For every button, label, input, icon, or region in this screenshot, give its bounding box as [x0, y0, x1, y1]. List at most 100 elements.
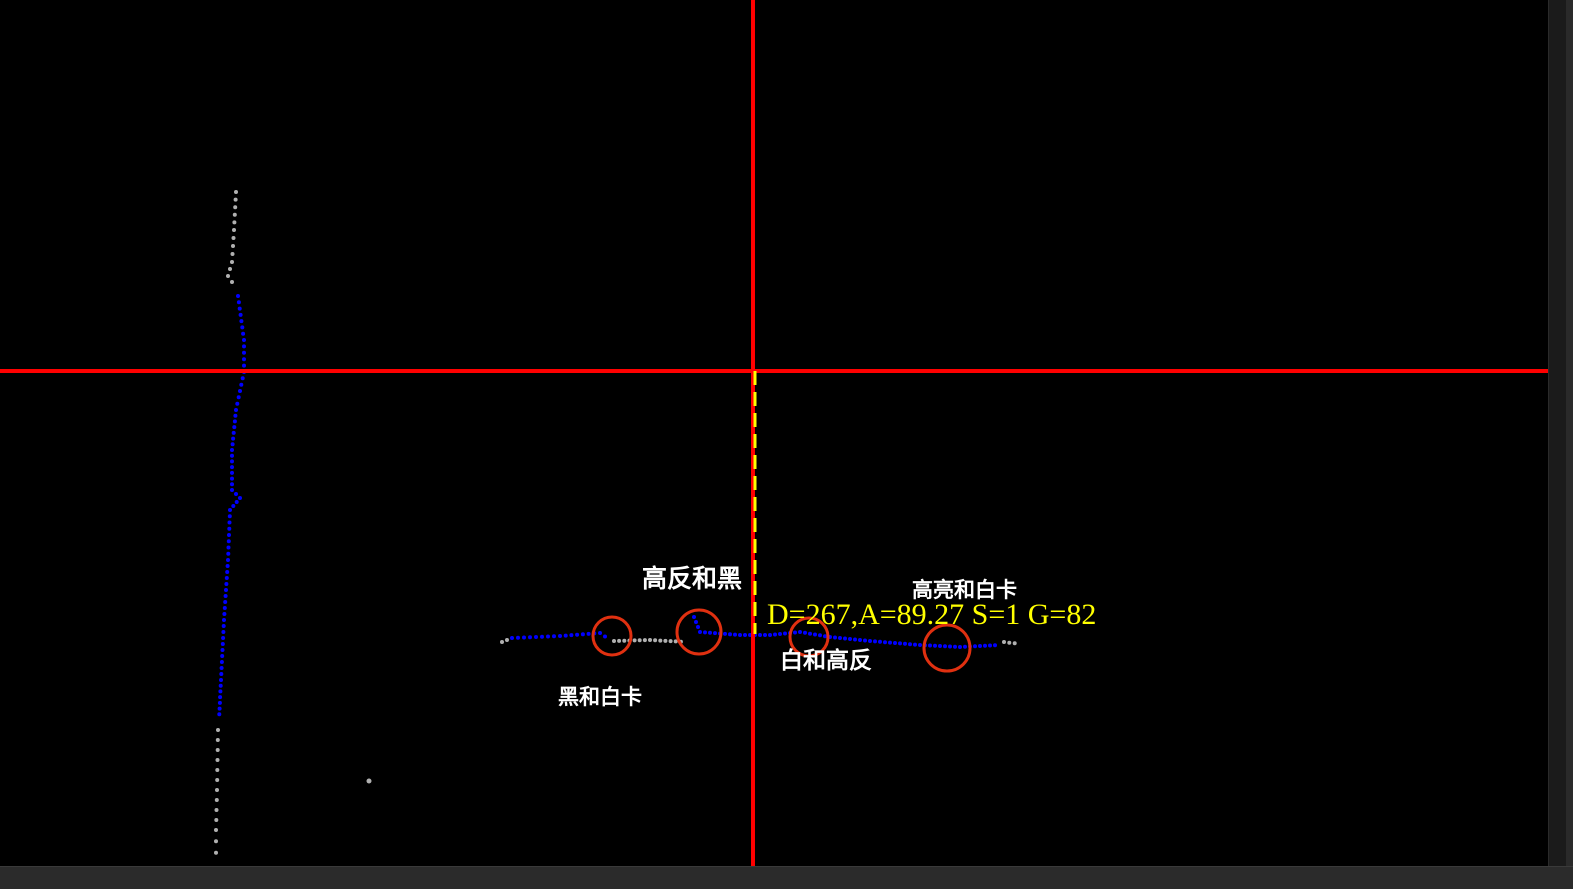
scan-point	[863, 638, 867, 643]
scan-point	[219, 672, 224, 676]
scan-point	[214, 808, 219, 812]
scan-point	[853, 637, 857, 642]
scan-point	[217, 712, 222, 717]
scan-point	[586, 631, 591, 636]
scan-point	[893, 641, 897, 645]
annotation-circles	[591, 608, 972, 673]
scan-point	[242, 350, 246, 355]
scan-point	[242, 344, 246, 349]
scan-point	[692, 615, 696, 619]
scan-point	[236, 294, 240, 298]
scan-point	[222, 606, 227, 610]
scan-point	[233, 197, 238, 202]
scan-point	[226, 274, 230, 278]
scan-point	[227, 533, 231, 537]
scan-point	[218, 683, 223, 688]
scan-point	[230, 453, 234, 458]
scan-point	[242, 363, 246, 368]
scan-point	[500, 640, 504, 644]
scan-point	[222, 618, 226, 622]
scan-point	[873, 639, 877, 644]
scan-point	[236, 300, 241, 305]
scan-point	[220, 654, 225, 658]
scan-point	[215, 788, 219, 792]
scan-point	[230, 448, 234, 452]
scan-point	[713, 631, 717, 636]
scan-point	[1007, 640, 1012, 645]
scan-point	[235, 401, 240, 406]
scan-point	[224, 576, 229, 580]
scan-point	[225, 564, 230, 568]
scan-point	[534, 635, 538, 639]
scan-point	[516, 635, 520, 640]
scan-point	[948, 644, 952, 649]
scan-point	[230, 459, 234, 464]
scan-point	[673, 639, 678, 644]
scan-point	[838, 636, 842, 640]
scan-point	[215, 758, 220, 762]
scan-point	[938, 644, 942, 648]
bottom-status-bar	[0, 866, 1573, 889]
scan-point	[242, 338, 246, 342]
scan-point	[738, 633, 742, 637]
scan-point	[234, 190, 238, 194]
scan-point	[658, 638, 663, 643]
scan-point	[215, 738, 220, 742]
scan-point	[833, 635, 837, 640]
scan-point	[233, 413, 238, 418]
scan-point	[227, 520, 232, 525]
scan-point	[218, 695, 223, 700]
scan-point	[215, 778, 220, 782]
scan-point	[563, 633, 568, 638]
scan-point	[637, 638, 642, 643]
scan-point	[569, 633, 574, 638]
scan-point	[230, 252, 235, 256]
scan-point	[558, 634, 562, 638]
scan-point	[510, 636, 514, 640]
circle-marker-icon	[591, 615, 633, 657]
scan-point	[598, 631, 602, 635]
scan-point	[230, 470, 234, 475]
scan-point	[230, 442, 235, 447]
scan-point	[522, 635, 526, 640]
label-black-and-white-card: 黑和白卡	[558, 685, 642, 709]
scan-point	[220, 648, 225, 652]
scan-point	[230, 476, 234, 481]
scan-point	[230, 465, 234, 470]
scan-point	[226, 551, 231, 556]
scan-point	[843, 636, 847, 641]
scan-point	[220, 642, 225, 646]
label-high-reflect-and-black: 高反和黑	[642, 564, 743, 593]
lidar-scan-viewer[interactable]: 高反和黑 高亮和白卡 白和高反 黑和白卡 D=267,A=89.27 S=1 G…	[0, 0, 1548, 866]
vertical-scrollbar[interactable]	[1549, 0, 1566, 866]
scan-point	[231, 504, 236, 508]
scan-point	[232, 220, 237, 225]
scan-point	[214, 839, 218, 844]
scan-point	[240, 376, 245, 381]
scan-point	[758, 633, 762, 637]
scan-point	[818, 633, 822, 638]
scan-point	[238, 389, 242, 393]
scan-point	[238, 312, 243, 317]
scan-point	[240, 325, 245, 330]
scan-point	[241, 331, 246, 336]
scan-point	[228, 267, 232, 271]
scan-point	[227, 526, 232, 531]
scan-point	[973, 644, 977, 649]
scan-point	[813, 632, 817, 637]
scan-point	[958, 645, 962, 649]
scan-point	[898, 641, 902, 646]
scan-point	[918, 643, 922, 647]
scan-point	[221, 624, 226, 628]
scan-point	[648, 638, 652, 642]
scan-canvas[interactable]	[0, 0, 1548, 866]
circle-marker-icon	[675, 608, 723, 656]
scan-point	[225, 570, 230, 574]
measurement-readout: D=267,A=89.27 S=1 G=82	[767, 598, 1097, 631]
scan-point	[226, 545, 231, 550]
scan-point	[232, 425, 237, 430]
scan-point	[224, 588, 228, 592]
scan-point	[743, 633, 747, 637]
scan-point	[803, 630, 807, 635]
scan-point	[219, 660, 224, 664]
